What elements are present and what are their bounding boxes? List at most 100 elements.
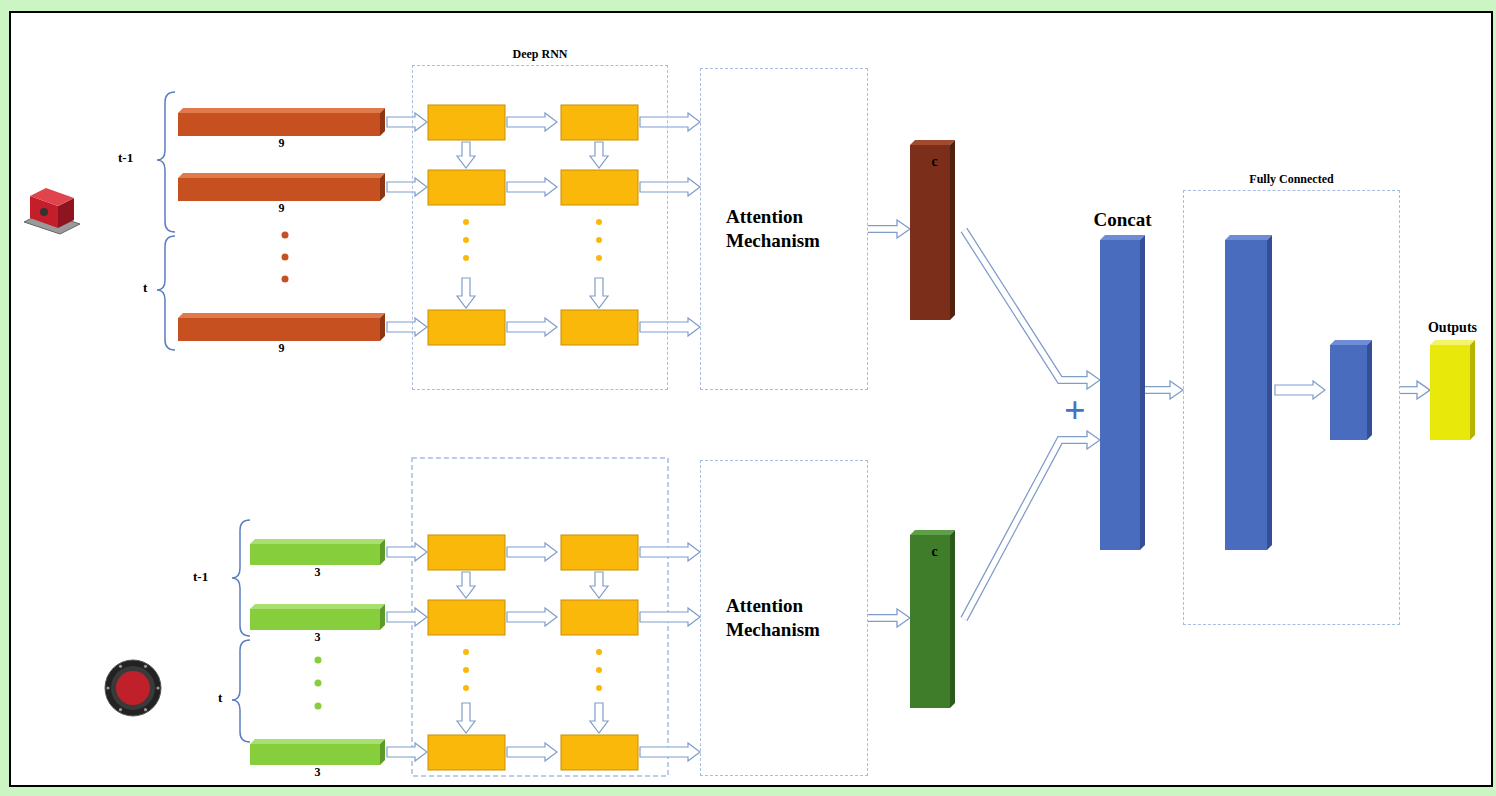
dot xyxy=(282,254,289,261)
flow-arrows xyxy=(387,113,1325,761)
hollow-arrow xyxy=(387,113,427,131)
imu-input-vector: 9 xyxy=(178,313,385,341)
hollow-arrow xyxy=(640,318,700,336)
plus-sign: + xyxy=(1064,391,1086,429)
context-vector: c xyxy=(910,140,964,320)
vector-size: 3 xyxy=(250,566,385,580)
sensor-input-vector: 3 xyxy=(250,739,385,765)
rnn-cell xyxy=(428,600,505,635)
sequence-dots xyxy=(282,232,289,283)
shape-front xyxy=(250,744,380,765)
sensor-bolt xyxy=(119,665,122,668)
imu-input-vector: 9 xyxy=(178,173,385,201)
hollow-arrow xyxy=(590,572,608,598)
vector-label: c xyxy=(910,544,959,560)
flow-connector xyxy=(868,220,910,238)
connector-fill xyxy=(868,226,900,232)
shape-side xyxy=(380,739,385,765)
dot xyxy=(596,237,602,243)
solid-shape xyxy=(1430,340,1475,440)
connector-fill xyxy=(1400,387,1420,393)
hollow-arrow xyxy=(387,543,427,561)
box-title: Deep RNN xyxy=(513,48,568,62)
shape-side xyxy=(380,604,385,630)
sensor-bolt xyxy=(106,686,109,689)
layer-front xyxy=(1330,345,1367,440)
layer-side xyxy=(1367,340,1372,440)
dot xyxy=(315,657,322,664)
brace xyxy=(157,236,175,350)
rnn-cell xyxy=(428,170,505,205)
block-label: Outputs xyxy=(1428,320,1477,336)
hollow-arrow xyxy=(1275,381,1325,399)
brace xyxy=(232,520,250,636)
layer-top xyxy=(1330,340,1372,345)
solid-shape xyxy=(178,313,385,341)
rnn-cell xyxy=(428,310,505,345)
shape-top xyxy=(178,313,385,318)
shape-top xyxy=(178,173,385,178)
vector-size: 9 xyxy=(178,342,385,356)
sensor-inner xyxy=(111,666,155,710)
sensor-top xyxy=(30,188,74,206)
time-step-label: t xyxy=(143,281,147,294)
hollow-arrow xyxy=(457,142,475,168)
solid-shape xyxy=(250,739,385,765)
flow-connector xyxy=(964,431,1100,619)
sensor-input-vector: 3 xyxy=(250,604,385,630)
hollow-arrow xyxy=(457,703,475,733)
rnn-cell xyxy=(428,105,505,140)
attention-box: Attention Mechanism xyxy=(700,68,868,390)
canvas-frame xyxy=(10,12,1492,786)
rnn-box xyxy=(412,458,668,776)
shape-top xyxy=(910,530,955,535)
layer-side xyxy=(1267,235,1272,550)
imu-input-vector: 9 xyxy=(178,108,385,136)
shape-side xyxy=(950,530,955,708)
output-vector: Outputs xyxy=(1430,340,1475,440)
block-label: Concat xyxy=(1093,209,1151,231)
shape-front xyxy=(178,318,380,341)
connector-outline xyxy=(964,440,1088,619)
shape-front xyxy=(910,535,950,708)
box-title: Fully Connected xyxy=(1249,173,1333,187)
shape-front xyxy=(1100,240,1140,550)
flow-connector xyxy=(868,609,910,627)
connector-fill xyxy=(1145,387,1173,393)
hollow-arrow xyxy=(507,318,557,336)
hollow-arrow xyxy=(640,113,700,131)
layer-top xyxy=(1225,235,1272,240)
rnn-cell xyxy=(428,735,505,770)
time-step-label: t xyxy=(218,691,222,704)
dot xyxy=(596,649,602,655)
hollow-arrow xyxy=(387,608,427,626)
shape-front xyxy=(250,609,380,630)
shape-side xyxy=(950,140,955,320)
hollow-arrow xyxy=(507,543,557,561)
rnn-box: Deep RNN xyxy=(412,65,668,390)
connector-fill xyxy=(868,615,900,621)
shape-top xyxy=(1430,340,1475,345)
solid-shape xyxy=(1100,235,1145,550)
shape-front xyxy=(250,544,380,565)
rnn-cells xyxy=(428,105,638,770)
vector-size: 3 xyxy=(250,631,385,645)
rnn-cell xyxy=(561,170,638,205)
shape-side xyxy=(380,539,385,565)
context-vector: c xyxy=(910,530,964,708)
attention-box: Attention Mechanism xyxy=(700,460,868,776)
connector-outline xyxy=(964,230,1088,380)
sensor-bolt xyxy=(156,686,159,689)
brace xyxy=(157,92,175,232)
vector-label: c xyxy=(910,154,959,170)
rnn-cell xyxy=(561,105,638,140)
solid-shape xyxy=(178,173,385,201)
solid-shape xyxy=(250,539,385,565)
flow-connector xyxy=(964,230,1100,389)
dot xyxy=(596,255,602,261)
shape-front xyxy=(178,178,380,201)
dot xyxy=(282,276,289,283)
time-step-label: t-1 xyxy=(118,151,133,164)
shape-front xyxy=(910,145,950,320)
hollow-arrow xyxy=(387,178,427,196)
